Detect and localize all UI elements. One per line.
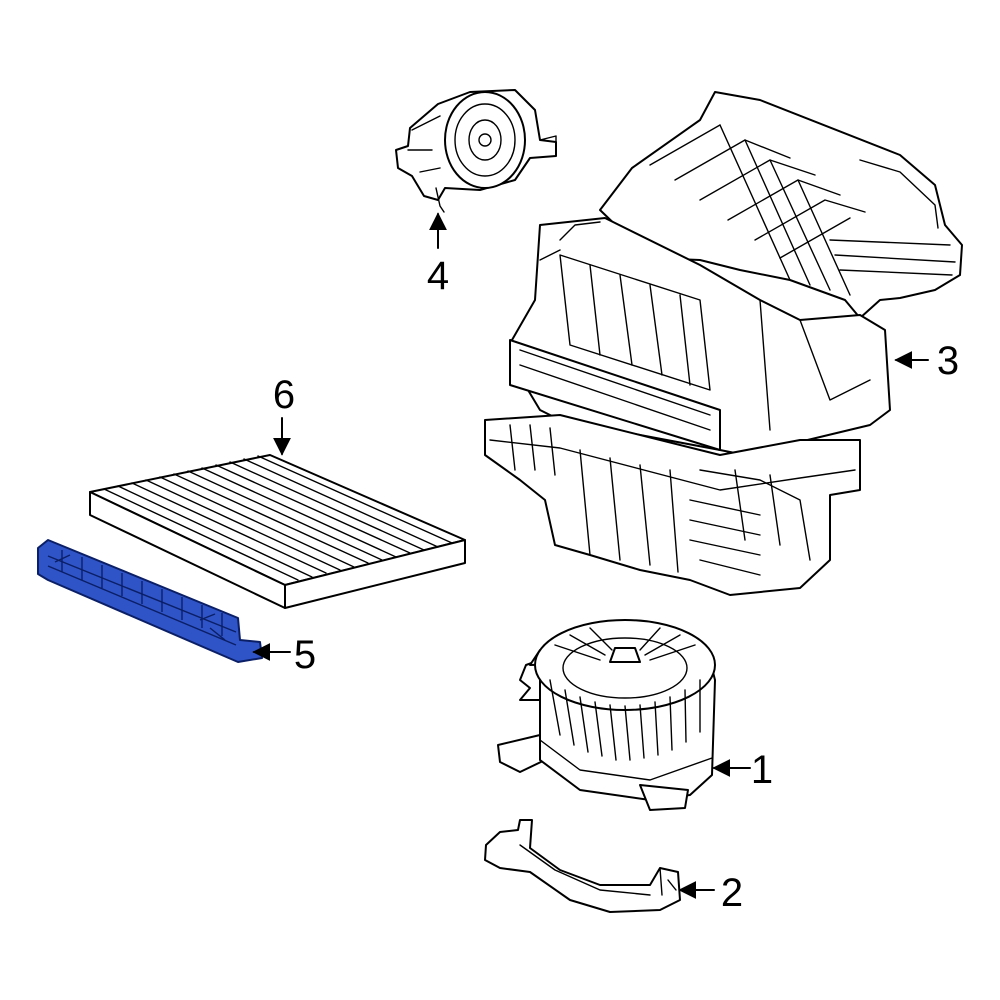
blower-fins	[549, 627, 701, 761]
callout-2: 2	[721, 871, 743, 915]
filter-pleats	[103, 455, 453, 581]
callout-5: 5	[294, 633, 316, 677]
part-4-actuator[interactable]	[395, 89, 557, 213]
part-1-blower-motor[interactable]	[497, 619, 716, 811]
callout-4: 4	[427, 254, 449, 298]
part-3-hvac-housing[interactable]	[484, 91, 963, 596]
callout-6: 6	[273, 373, 295, 417]
part-6-cabin-filter[interactable]	[89, 454, 466, 609]
callout-labels: 4 3 6 5 1 2	[273, 254, 959, 915]
callout-1: 1	[751, 748, 773, 792]
part-2-bracket[interactable]	[484, 819, 681, 913]
leader-lines	[252, 212, 929, 899]
callout-3: 3	[937, 339, 959, 383]
